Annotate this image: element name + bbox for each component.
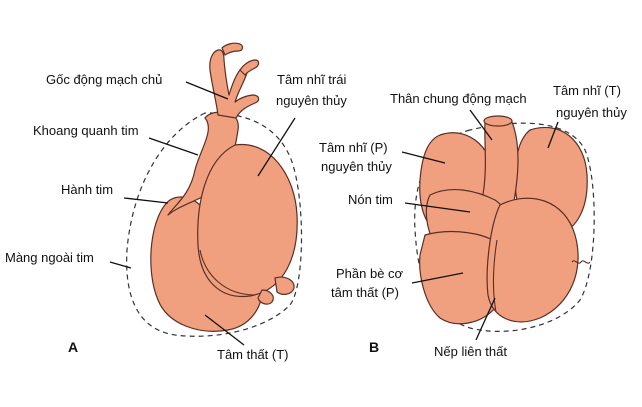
label-trabecular: Phần bè cơ	[336, 266, 404, 281]
aortic-branch-right-a	[239, 59, 260, 76]
label-right-atrium-b-2: nguyên thủy	[321, 159, 392, 174]
truncus-opening-b	[483, 115, 513, 127]
label-aorta-root: Gốc động mạch chủ	[46, 72, 162, 87]
leader-conus	[404, 202, 471, 213]
panel-letter-b: B	[369, 339, 379, 355]
label-left-atrium-a: Tâm nhĩ trái	[277, 72, 346, 87]
leader-pericardial-cavity	[148, 137, 199, 156]
label-right-atrium-b: Tâm nhĩ (P)	[319, 140, 388, 155]
leader-epicardium	[109, 261, 132, 269]
leader-trabecular	[411, 272, 464, 284]
left-atrium-a	[197, 144, 298, 298]
label-interventricular: Nếp liên thất	[434, 344, 507, 359]
label-epicardium: Màng ngoài tim	[5, 250, 94, 265]
leader-left-atrium-b	[547, 121, 559, 149]
vein-stub-1-a	[274, 276, 295, 295]
label-pericardial-cavity: Khoang quanh tim	[33, 123, 139, 138]
leader-left-ventricle-a	[204, 314, 245, 346]
label-left-ventricle-a: Tâm thất (T)	[217, 347, 289, 362]
label-truncus: Thân chung động mạch	[390, 91, 527, 106]
leader-left-atrium-a	[257, 117, 296, 177]
panel-letter-a: A	[68, 339, 78, 355]
pericardium-outline-b	[414, 122, 595, 332]
pericardium-outline-a	[126, 112, 303, 337]
label-trabecular-2: tâm thất (P)	[331, 285, 399, 300]
squiggle-mark-b	[571, 260, 591, 264]
label-left-atrium-b: Tâm nhĩ (T)	[553, 83, 621, 98]
vein-stub-2-a	[257, 289, 274, 305]
panel-a: Gốc động mạch chủ Tâm nhĩ trái nguyên th…	[5, 42, 347, 362]
label-conus: Nón tim	[348, 192, 393, 207]
leader-bulbus-cordis	[123, 197, 169, 204]
label-bulbus-cordis: Hành tim	[61, 182, 113, 197]
leader-truncus	[469, 109, 493, 141]
label-left-atrium-a-2: nguyên thủy	[276, 93, 347, 108]
leader-aorta-root	[185, 81, 229, 100]
leader-interventricular	[475, 297, 496, 341]
interventricular-fold-b	[492, 239, 498, 313]
panel-b: Thân chung động mạch Tâm nhĩ (T) nguyên …	[319, 83, 627, 359]
label-left-atrium-b-2: nguyên thủy	[556, 105, 627, 120]
atrium-ventricle-groove-a	[199, 249, 256, 296]
aortic-branch-top-a	[221, 42, 244, 56]
left-ventricle-b	[486, 197, 579, 323]
leader-right-atrium-b	[401, 151, 446, 164]
